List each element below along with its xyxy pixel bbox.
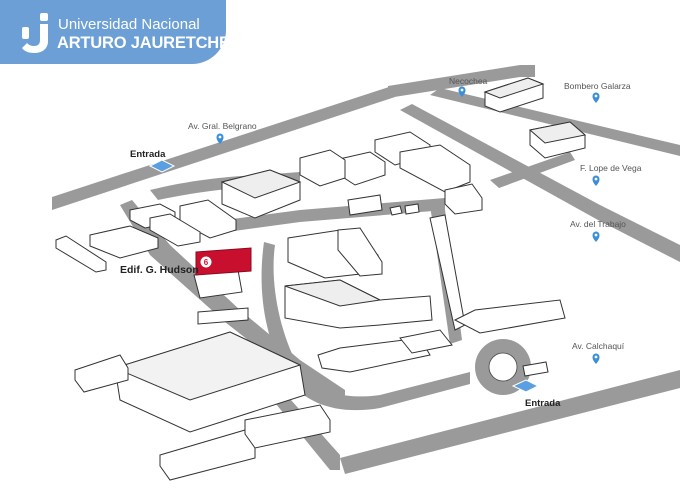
building-number: 6 — [204, 258, 209, 267]
street-label-lope: F. Lope de Vega — [580, 163, 642, 186]
roundabout-center — [488, 352, 518, 382]
entrance-north[interactable]: Entrada — [130, 149, 176, 173]
svg-text:Bombero Galarza: Bombero Galarza — [564, 81, 631, 91]
hudson-building[interactable]: 6 — [195, 247, 252, 276]
street-label-necochea: Necochea — [449, 76, 488, 97]
svg-text:Av. Gral. Belgrano: Av. Gral. Belgrano — [188, 121, 257, 131]
svg-text:F. Lope de Vega: F. Lope de Vega — [580, 163, 642, 173]
entrance-south[interactable]: Entrada — [511, 379, 561, 409]
entrance-north-label: Entrada — [130, 149, 166, 160]
campus-buildings — [55, 77, 587, 481]
map-pin-icon — [592, 231, 600, 242]
university-name-line1: Universidad Nacional — [58, 16, 200, 33]
street-label-trabajo: Av. del Trabajo — [570, 219, 626, 242]
street-label-calchaqui: Av. Calchaquí — [572, 341, 625, 364]
entrance-south-label: Entrada — [525, 398, 561, 409]
svg-text:Av. del Trabajo: Av. del Trabajo — [570, 219, 626, 229]
university-logo-icon — [22, 13, 48, 53]
street-label-bombero: Bombero Galarza — [564, 81, 631, 103]
entrance-arrow-icon — [511, 379, 540, 393]
street-label-belgrano: Av. Gral. Belgrano — [188, 121, 257, 144]
svg-text:Av. Calchaquí: Av. Calchaquí — [572, 341, 625, 351]
building-label: Edif. G. Hudson — [120, 264, 199, 276]
university-name-line2: ARTURO JAURETCHE — [57, 34, 230, 52]
entrance-arrow-icon — [148, 159, 176, 173]
map-pin-icon — [592, 175, 600, 186]
building-number-badge — [200, 256, 212, 268]
map-pin-icon — [592, 92, 600, 103]
university-brand[interactable]: Universidad Nacional ARTURO JAURETCHE — [0, 0, 230, 64]
svg-text:Necochea: Necochea — [449, 76, 488, 86]
map-pin-icon — [592, 353, 600, 364]
